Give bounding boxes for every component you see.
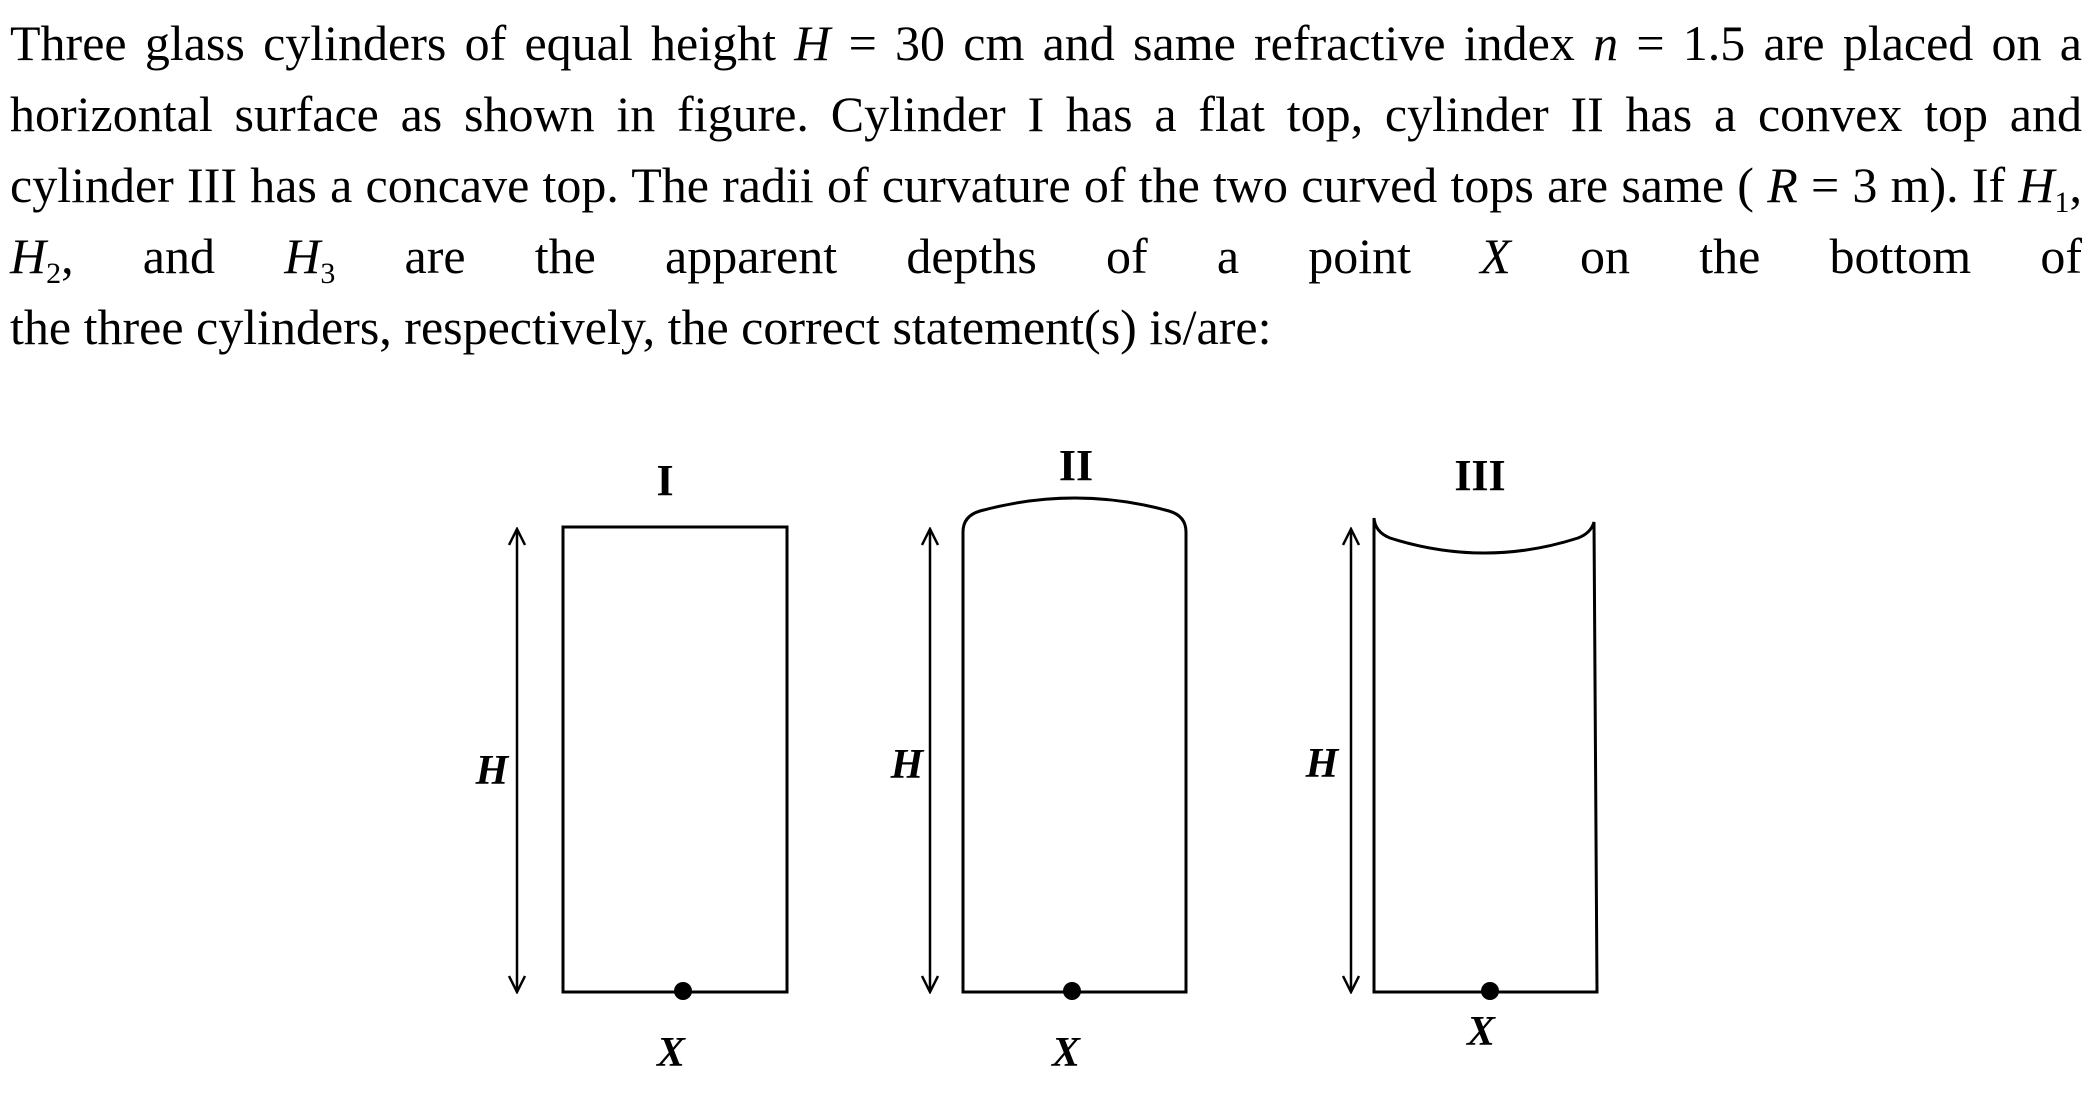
h2-symbol: H2 xyxy=(10,228,61,289)
h2-subscript: 2 xyxy=(46,257,62,290)
height-label-2: H xyxy=(890,742,925,788)
point-x-1 xyxy=(674,982,692,1000)
cylinder-3: III H X xyxy=(1305,451,1599,1055)
question-text: Three glass cylinders of equal height H … xyxy=(10,8,2082,363)
point-label-2: X xyxy=(1050,1030,1081,1076)
question-segment: Three glass cylinders of equal height xyxy=(10,15,795,71)
question-segment: = 1.5 are placed on a horizontal surface… xyxy=(10,15,2082,213)
h2-base: H xyxy=(10,228,47,284)
question-segment: on the bottom of xyxy=(1510,228,2082,284)
point-label-3: X xyxy=(1465,1009,1496,1055)
cylinder-1-label: I xyxy=(656,456,673,505)
point-symbol: X xyxy=(1480,228,1511,284)
cylinder-2-label: II xyxy=(1059,441,1093,490)
height-label-3: H xyxy=(1305,741,1340,787)
cylinder-2: II H X xyxy=(890,441,1188,1076)
question-segment: , and xyxy=(61,228,285,284)
question-segment: = 30 cm and same refractive index xyxy=(830,15,1594,71)
point-label-1: X xyxy=(655,1030,686,1076)
question-last-line: the three cylinders, respectively, the c… xyxy=(10,299,1272,355)
cylinder-2-body xyxy=(961,496,1188,994)
cylinder-3-label: III xyxy=(1454,451,1505,500)
point-x-2 xyxy=(1063,982,1081,1000)
h1-subscript: 1 xyxy=(2054,186,2070,219)
h3-symbol: H3 xyxy=(284,228,335,289)
point-x-3 xyxy=(1481,982,1499,1000)
cylinder-3-body xyxy=(1372,517,1599,994)
cylinder-1-body xyxy=(561,525,789,994)
height-label-1: H xyxy=(475,748,510,794)
question-segment: = 3 m). If xyxy=(1797,157,2019,213)
radius-symbol: R xyxy=(1767,157,1798,213)
h3-base: H xyxy=(284,228,321,284)
height-symbol: H xyxy=(794,15,831,71)
cylinder-1: I H X xyxy=(475,456,789,1076)
h1-symbol: H1 xyxy=(2018,157,2069,218)
h1-base: H xyxy=(2018,157,2055,213)
refractive-index-symbol: n xyxy=(1593,15,1619,71)
h3-subscript: 3 xyxy=(320,257,336,290)
question-segment: are the apparent depths of a point xyxy=(335,228,1481,284)
question-segment: , xyxy=(2069,157,2083,213)
